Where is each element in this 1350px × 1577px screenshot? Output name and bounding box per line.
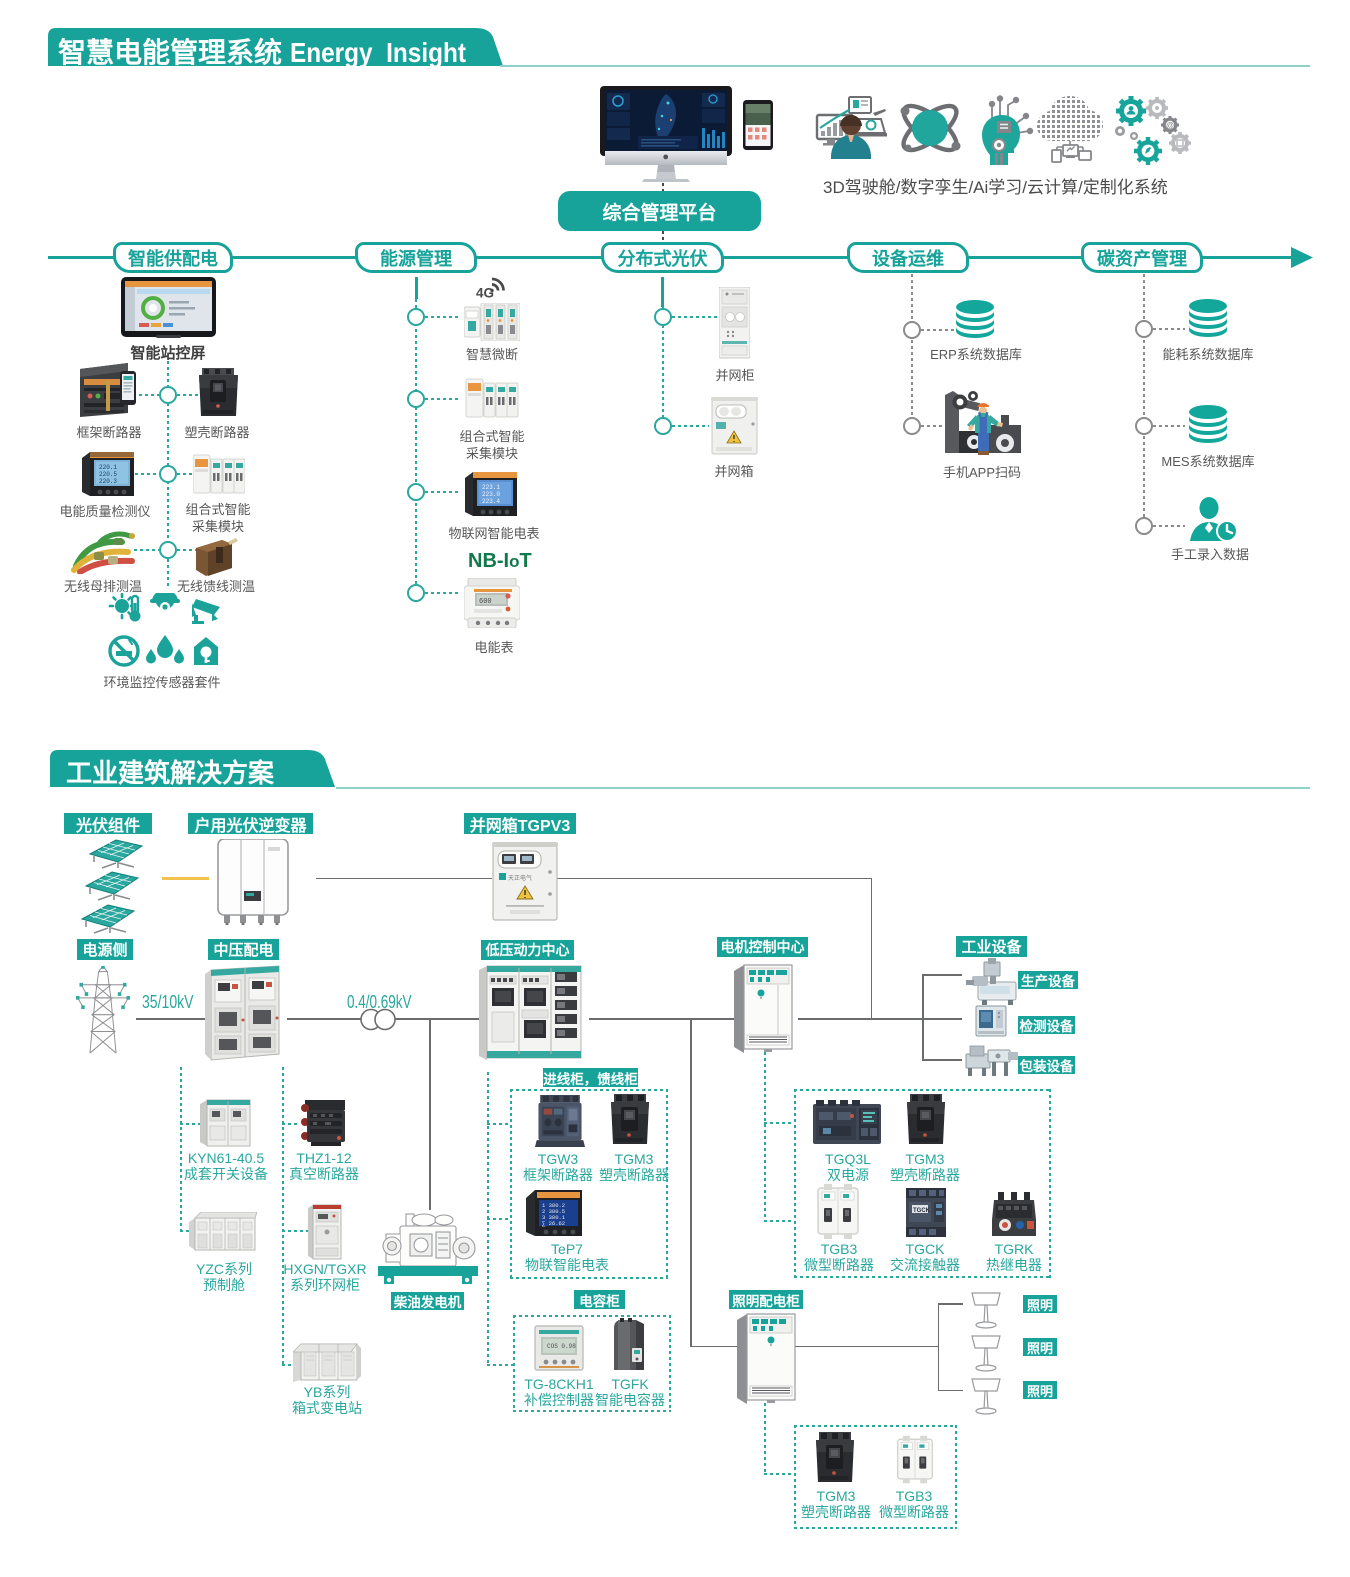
svg-text:天正电气: 天正电气 [508,874,532,882]
svg-text:∑ 26.62: ∑ 26.62 [542,1220,565,1227]
svg-text:223.0: 223.0 [482,491,500,498]
svg-text:@: @ [1166,121,1174,130]
svg-text:2 380.5: 2 380.5 [542,1208,565,1215]
svg-text:223.1: 223.1 [482,484,500,491]
svg-text:3 380.1: 3 380.1 [542,1214,566,1221]
svg-text:4G: 4G [476,286,494,300]
svg-text:1 380.2: 1 380.2 [542,1202,565,1209]
svg-text:220.5: 220.5 [99,471,117,478]
svg-text:600: 600 [479,598,492,606]
svg-text:COS 0.98: COS 0.98 [547,1343,576,1350]
svg-text:220.3: 220.3 [99,478,117,485]
svg-text:220.1: 220.1 [99,464,117,471]
svg-text:223.4: 223.4 [482,498,500,505]
svg-text:TGCK: TGCK [913,1208,931,1214]
